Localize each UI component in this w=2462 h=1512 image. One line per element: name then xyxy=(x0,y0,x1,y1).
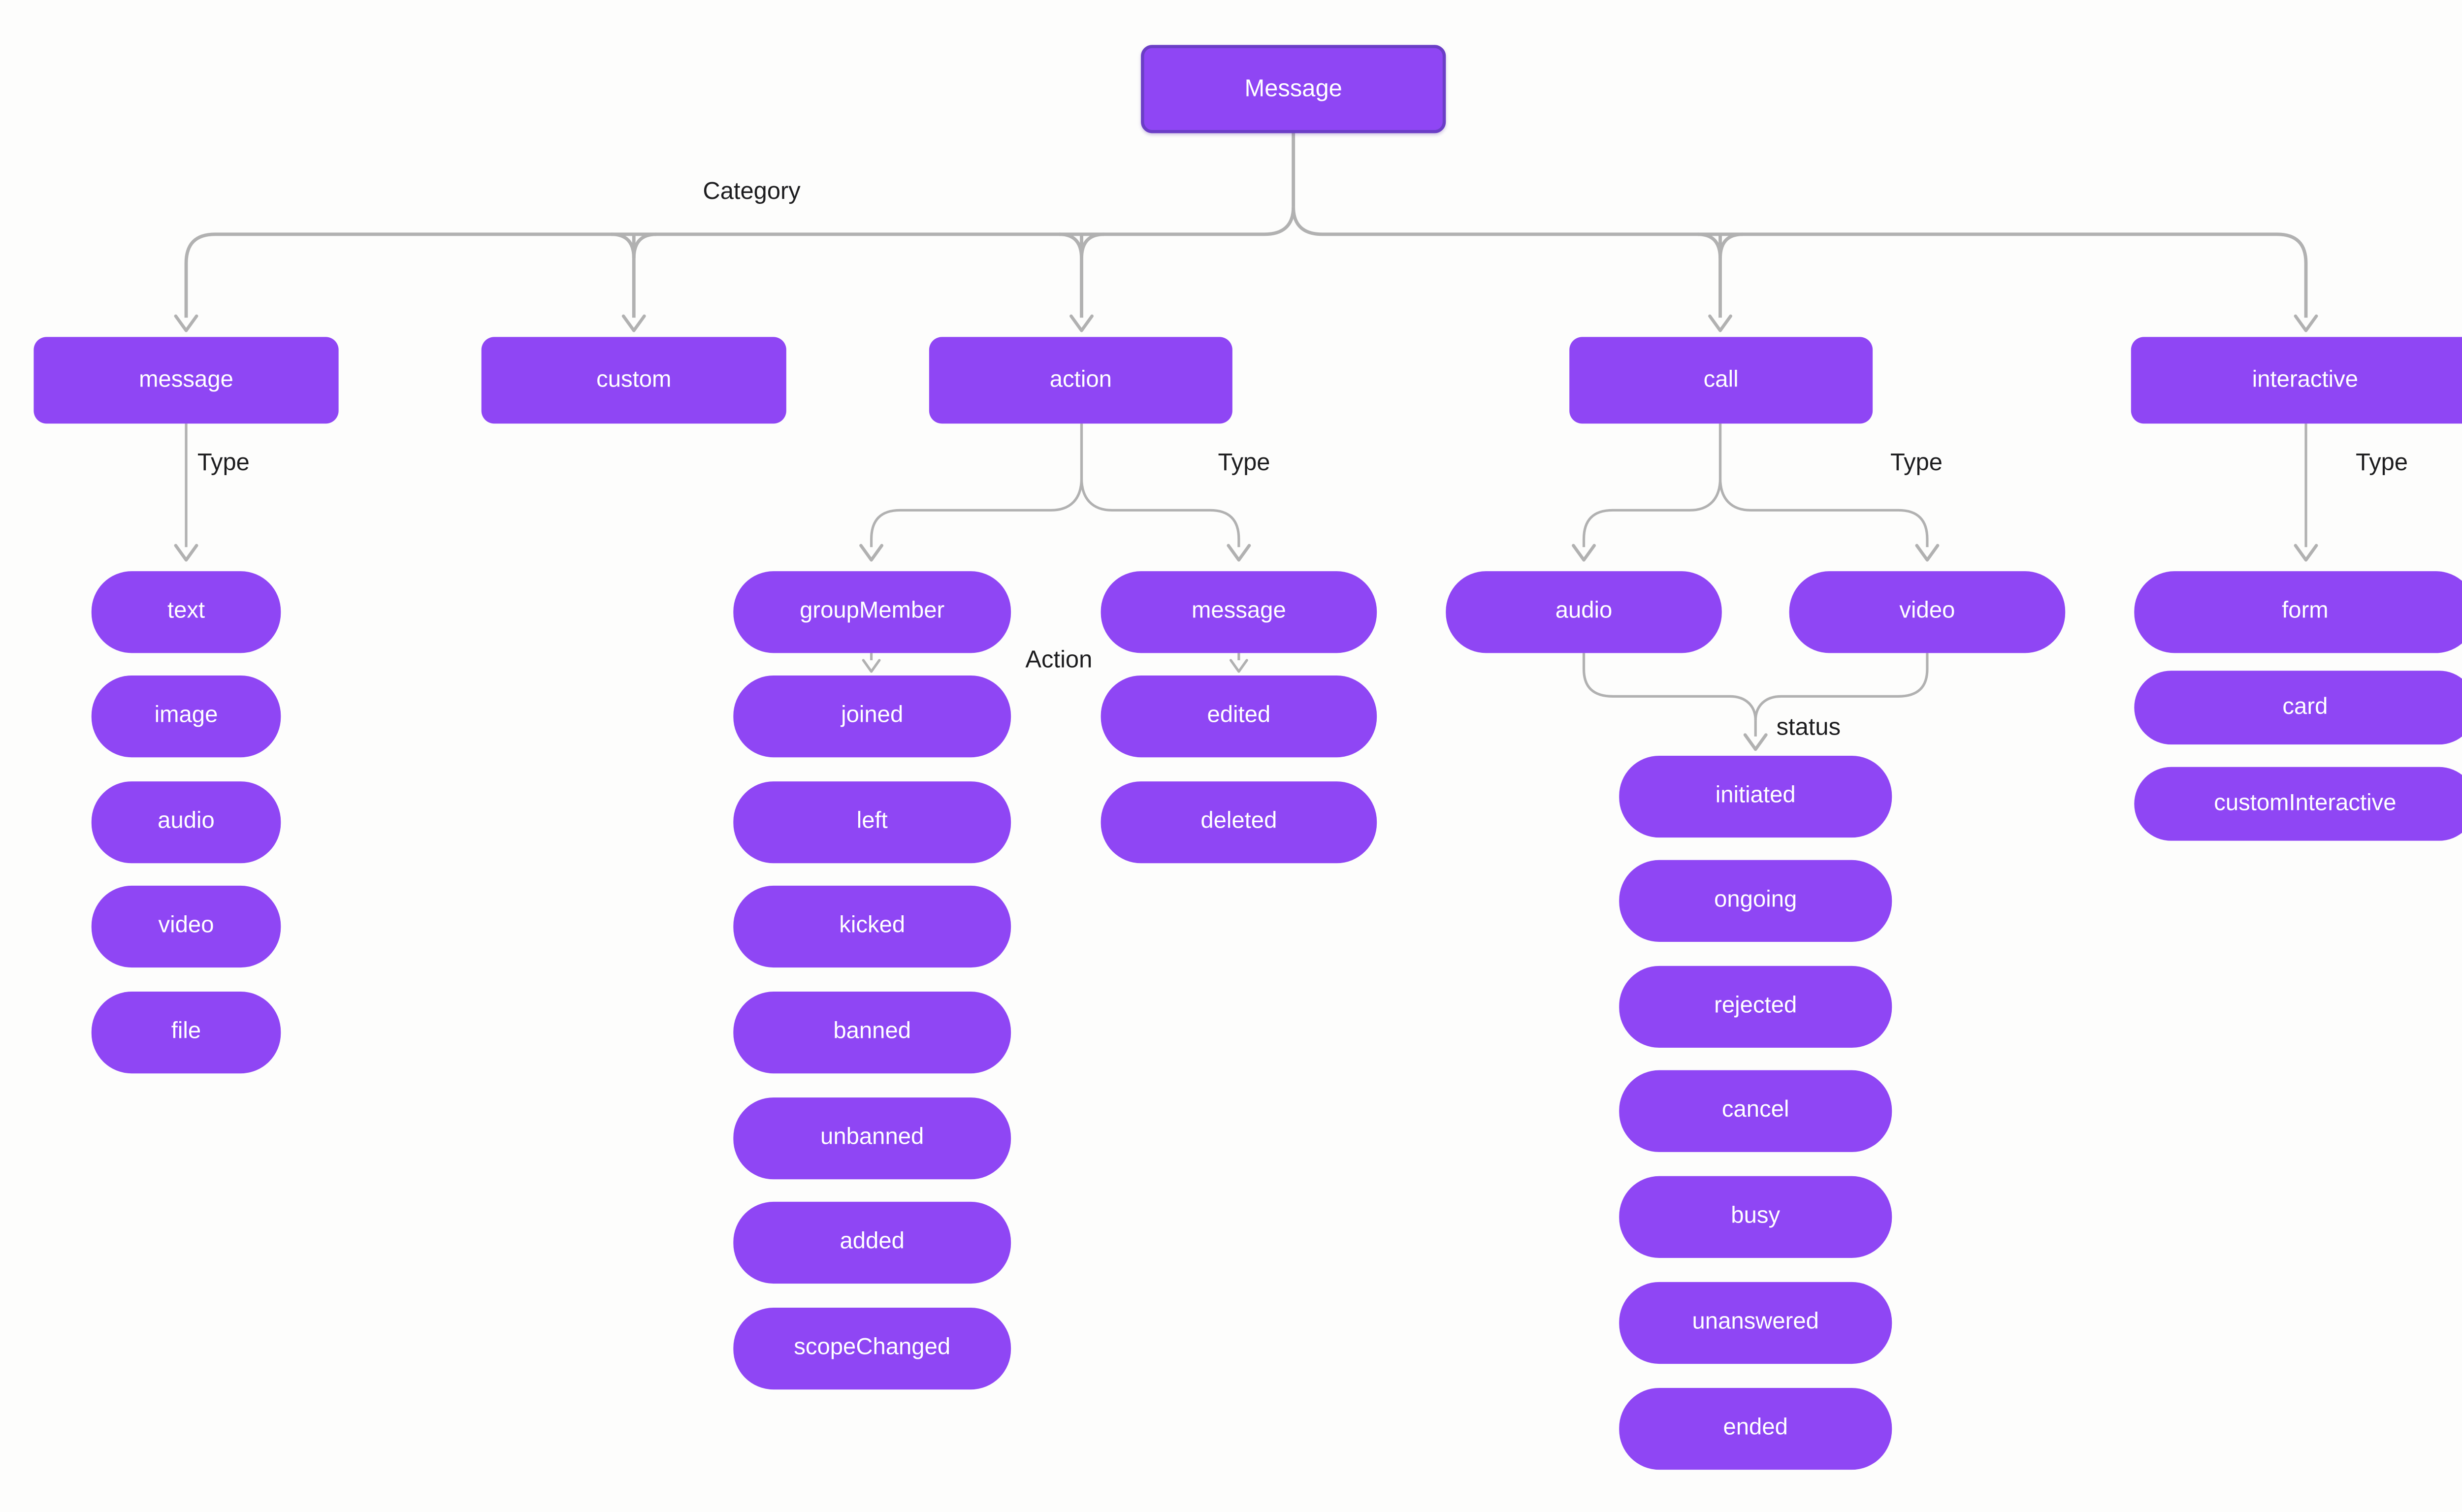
node-unbanned: unbanned xyxy=(733,1097,1011,1180)
node-unanswered: unanswered xyxy=(1619,1282,1892,1364)
node-rejected: rejected xyxy=(1619,965,1892,1048)
arrowhead-action xyxy=(1069,314,1094,332)
edge-stem-custom-fillet xyxy=(611,232,656,258)
arrowhead-edited xyxy=(1229,659,1248,673)
node-cat-custom: custom xyxy=(481,337,786,424)
edge-call-video xyxy=(1718,423,1929,547)
node-edited: edited xyxy=(1101,675,1377,758)
node-cat-call: call xyxy=(1569,337,1873,424)
edge-action-groupmember xyxy=(870,423,1083,547)
arrowhead-interactive xyxy=(2294,314,2318,332)
edge-call-audio xyxy=(1582,423,1722,547)
edge-label-type-call: Type xyxy=(1890,449,1943,477)
edge-bus-left xyxy=(184,207,1296,318)
edge-stem-action-fillet xyxy=(1059,232,1104,258)
edge-label-action: Action xyxy=(1025,646,1093,674)
node-image: image xyxy=(91,675,281,758)
node-scopechanged: scopeChanged xyxy=(733,1308,1011,1390)
node-form: form xyxy=(2134,571,2462,653)
node-card: card xyxy=(2134,671,2462,745)
node-file: file xyxy=(91,992,281,1074)
edge-bus-right xyxy=(1292,207,2308,318)
arrowhead-message xyxy=(174,314,198,332)
node-initiated: initiated xyxy=(1619,755,1892,838)
node-action-message: message xyxy=(1101,571,1377,653)
arrowhead-joined xyxy=(862,659,881,673)
arrowhead-audio xyxy=(1572,544,1596,562)
edge-stem-call-fillet xyxy=(1697,232,1743,258)
node-video-call: video xyxy=(1789,571,2066,653)
arrowhead-call xyxy=(1708,314,1732,332)
node-message-root: Message xyxy=(1141,45,1446,133)
node-custominteractive: customInteractive xyxy=(2134,767,2462,841)
arrowhead-initiated xyxy=(1743,733,1768,751)
arrowhead-custom xyxy=(621,314,646,332)
node-cat-action: action xyxy=(929,337,1232,424)
node-banned: banned xyxy=(733,992,1011,1074)
node-cat-message: message xyxy=(33,337,339,424)
edge-label-category: Category xyxy=(703,178,801,206)
node-cat-interactive: interactive xyxy=(2131,337,2462,424)
node-cancel: cancel xyxy=(1619,1070,1892,1152)
node-video-message: video xyxy=(91,885,281,968)
arrowhead-groupmember xyxy=(859,544,884,562)
node-groupmember: groupMember xyxy=(733,571,1011,653)
edge-label-status: status xyxy=(1776,714,1841,741)
node-deleted: deleted xyxy=(1101,781,1377,864)
edge-action-message xyxy=(1080,423,1240,547)
node-audio-call: audio xyxy=(1446,571,1722,653)
edge-video-status xyxy=(1754,653,1929,721)
node-busy: busy xyxy=(1619,1176,1892,1258)
node-audio-message: audio xyxy=(91,781,281,864)
arrowhead-text xyxy=(174,544,198,562)
edge-label-type-action: Type xyxy=(1218,449,1270,477)
node-ended: ended xyxy=(1619,1387,1892,1470)
arrowhead-form xyxy=(2294,544,2318,562)
edge-audio-status xyxy=(1582,653,1757,721)
arrowhead-action-message xyxy=(1227,544,1251,562)
edge-label-type-message: Type xyxy=(197,449,250,477)
node-text: text xyxy=(91,571,281,653)
node-left: left xyxy=(733,781,1011,864)
node-added: added xyxy=(733,1201,1011,1284)
node-joined: joined xyxy=(733,675,1011,758)
node-kicked: kicked xyxy=(733,885,1011,968)
edge-label-type-interactive: Type xyxy=(2356,449,2408,477)
node-ongoing: ongoing xyxy=(1619,860,1892,942)
arrowhead-video xyxy=(1915,544,1940,562)
